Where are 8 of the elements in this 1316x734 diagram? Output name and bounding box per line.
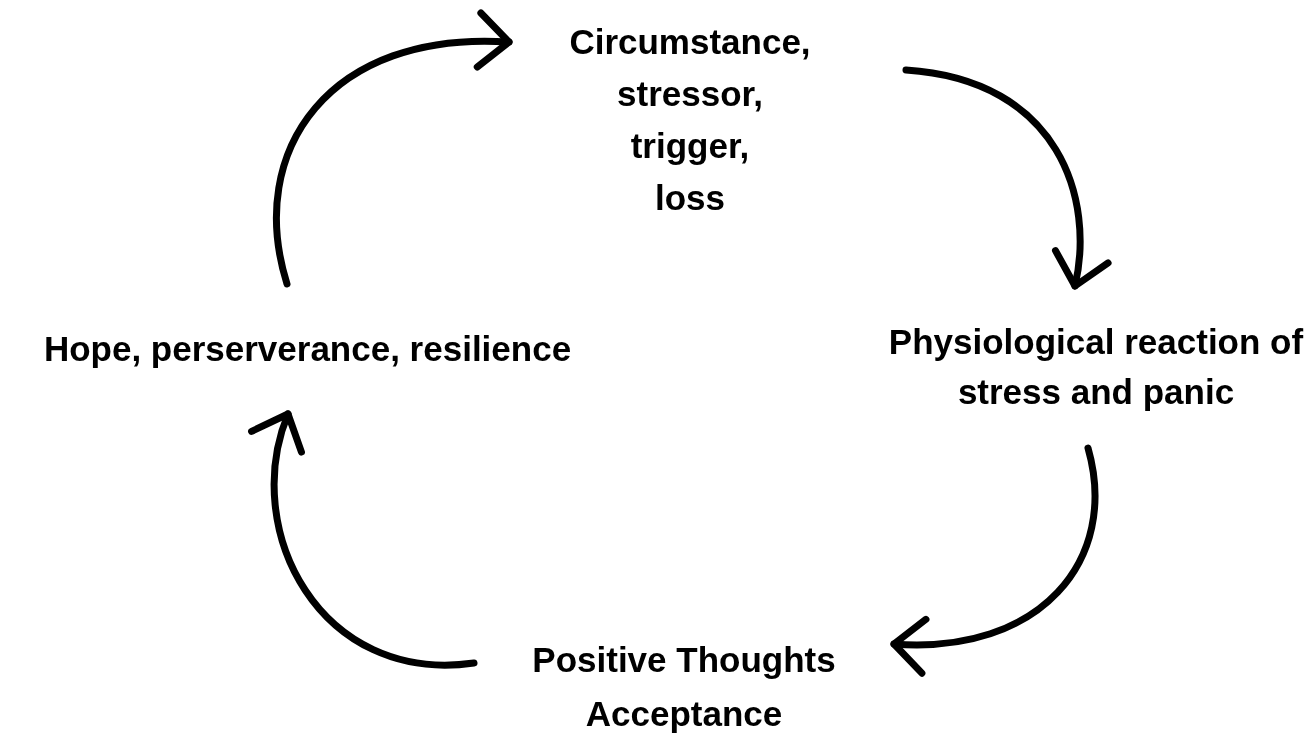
node-label: Circumstance, stressor, trigger, loss — [568, 21, 812, 219]
node-label: Hope, perserverance, resilience — [43, 328, 572, 370]
curved-arrow — [902, 66, 1111, 290]
node-label: Positive Thoughts Acceptance — [531, 639, 837, 734]
node-label: Physiological reaction of stress and panic — [887, 321, 1305, 413]
curved-arrow — [272, 11, 513, 288]
curved-arrow — [249, 410, 478, 669]
curved-arrow — [890, 444, 1099, 675]
